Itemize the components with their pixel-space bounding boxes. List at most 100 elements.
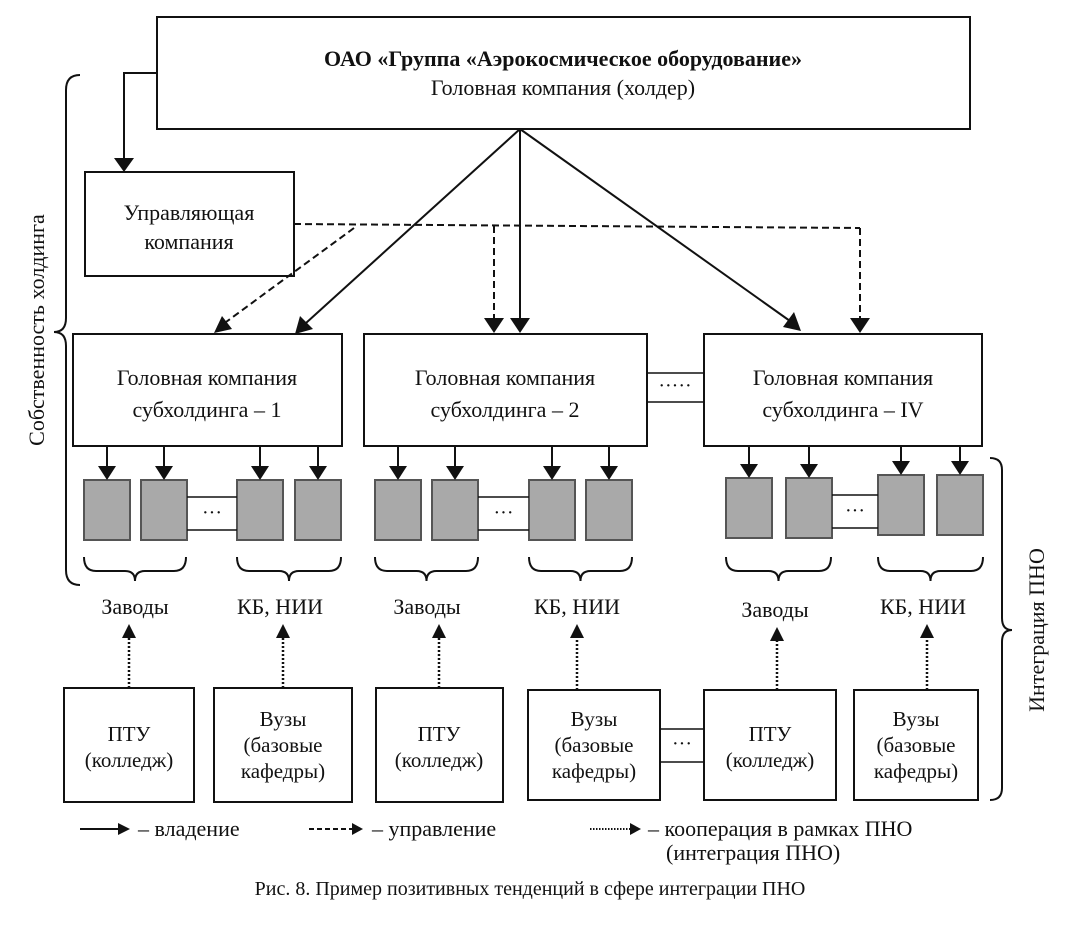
enterprise-unit (140, 479, 188, 541)
arrow-head (432, 624, 446, 638)
enterprise-unit (374, 479, 422, 541)
group-brace (236, 556, 342, 582)
enterprise-unit (936, 474, 984, 536)
group-label-design-1: КБ, НИИ (237, 594, 323, 619)
units-layer: ··· ··· ··· (83, 446, 984, 541)
subholding-2-line1: Головная компания (415, 365, 595, 390)
education-box-3: ПТУ (колледж) (375, 687, 504, 803)
education-4-line2: (базовые (554, 733, 633, 757)
arrow-head (98, 466, 116, 480)
arrow-head (276, 624, 290, 638)
legend-cooperation-label-1: – кооперация в рамках ПНО (647, 816, 912, 841)
legend-ownership-arrow-icon (80, 823, 130, 835)
group-label-design-2: КБ, НИИ (534, 594, 620, 619)
enterprise-unit (785, 477, 833, 539)
group-label-factories-1: Заводы (101, 594, 169, 619)
education-box-4: Вузы (базовые кафедры) (527, 689, 661, 801)
legend: – владение – управление – кооперация в р… (80, 816, 912, 865)
subholding-1-line1: Головная компания (117, 365, 297, 390)
group-label-factories-3: Заводы (741, 597, 809, 622)
subholding-4-line2: субхолдинга – IV (762, 397, 923, 422)
education-ellipsis: ··· (672, 733, 692, 755)
education-2-line1: Вузы (260, 707, 307, 731)
group-brace (725, 556, 832, 582)
education-box-1: ПТУ (колледж) (63, 687, 195, 803)
education-2-line2: (базовые (243, 733, 322, 757)
arrow-head (800, 464, 818, 478)
arrow-head (892, 461, 910, 475)
subholding-box-4: Головная компания субхолдинга – IV (703, 333, 983, 447)
education-5-line2: (колледж) (726, 748, 815, 772)
group-brace (83, 556, 187, 582)
education-3-line2: (колледж) (395, 748, 484, 772)
legend-ownership-label: – владение (137, 816, 240, 841)
subholding-1-line2: субхолдинга – 1 (133, 397, 282, 422)
group-label-design-3: КБ, НИИ (880, 594, 966, 619)
holder-title: ОАО «Группа «Аэрокосмическое оборудовани… (324, 46, 802, 71)
ownership-arrow-to-managing (114, 72, 157, 172)
education-6-line1: Вузы (893, 707, 940, 731)
arrow-head (920, 624, 934, 638)
subholding-4-line1: Головная компания (753, 365, 933, 390)
holder-subtitle: Головная компания (холдер) (431, 75, 695, 100)
holder-box: ОАО «Группа «Аэрокосмическое оборудовани… (156, 16, 971, 130)
arrow-head (389, 466, 407, 480)
cooperation-arrows (122, 624, 934, 690)
enterprise-unit (236, 479, 284, 541)
ownership-label: Собственность холдинга (24, 214, 49, 446)
arrow-head (740, 464, 758, 478)
arrow-head (600, 466, 618, 480)
enterprise-unit (431, 479, 479, 541)
group-brace (374, 556, 479, 582)
subholding-box-1: Головная компания субхолдинга – 1 (72, 333, 343, 447)
group-brace (528, 556, 633, 582)
enterprise-unit (294, 479, 342, 541)
management-arrow-to-sub4 (850, 228, 870, 333)
groups-layer (83, 556, 984, 582)
education-1-line2: (колледж) (85, 748, 174, 772)
arrow-head (951, 461, 969, 475)
education-4-line3: кафедры) (552, 759, 636, 783)
legend-cooperation-label-2: (интеграция ПНО) (666, 840, 840, 865)
enterprise-unit (725, 477, 773, 539)
education-6-line3: кафедры) (874, 759, 958, 783)
legend-management-arrow-icon (309, 823, 363, 835)
education-4-line1: Вузы (571, 707, 618, 731)
ownership-arrow-to-sub1 (295, 128, 521, 334)
arrow-head (543, 466, 561, 480)
arrow-head (446, 466, 464, 480)
management-arrow-to-sub2 (484, 226, 504, 333)
managing-company-line2: компания (144, 229, 233, 254)
figure-caption: Рис. 8. Пример позитивных тенденций в сф… (255, 878, 806, 900)
arrow-head (122, 624, 136, 638)
education-2-line3: кафедры) (241, 759, 325, 783)
subholding-2-line2: субхолдинга – 2 (431, 397, 580, 422)
arrow-head (251, 466, 269, 480)
ownership-arrow-to-sub4 (519, 128, 801, 331)
education-box-6: Вузы (базовые кафедры) (853, 689, 979, 801)
managing-company-line1: Управляющая (124, 200, 255, 225)
education-3-line1: ПТУ (418, 722, 461, 746)
unit-ellipsis: ··· (845, 500, 865, 522)
education-box-5: ПТУ (колледж) (703, 689, 837, 801)
unit-ellipsis: ··· (202, 502, 222, 524)
enterprise-unit (585, 479, 633, 541)
integration-label: Интеграция ПНО (1024, 548, 1049, 712)
subholding-box-2: Головная компания субхолдинга – 2 (363, 333, 648, 447)
arrow-head (155, 466, 173, 480)
education-1-line1: ПТУ (108, 722, 151, 746)
education-connector: ··· (660, 728, 704, 763)
education-6-line2: (базовые (876, 733, 955, 757)
arrow-head (770, 627, 784, 641)
managing-company-box: Управляющая компания (84, 171, 295, 277)
group-label-factories-2: Заводы (393, 594, 461, 619)
management-arrow-to-sub1 (214, 223, 861, 333)
enterprise-unit (877, 474, 925, 536)
legend-management-label: – управление (371, 816, 496, 841)
ownership-brace (53, 74, 81, 586)
unit-ellipsis: ··· (494, 502, 514, 524)
group-brace (877, 556, 984, 582)
education-box-2: Вузы (базовые кафедры) (213, 687, 353, 803)
integration-brace (989, 457, 1013, 801)
subholding-connector: ····· (647, 372, 704, 403)
